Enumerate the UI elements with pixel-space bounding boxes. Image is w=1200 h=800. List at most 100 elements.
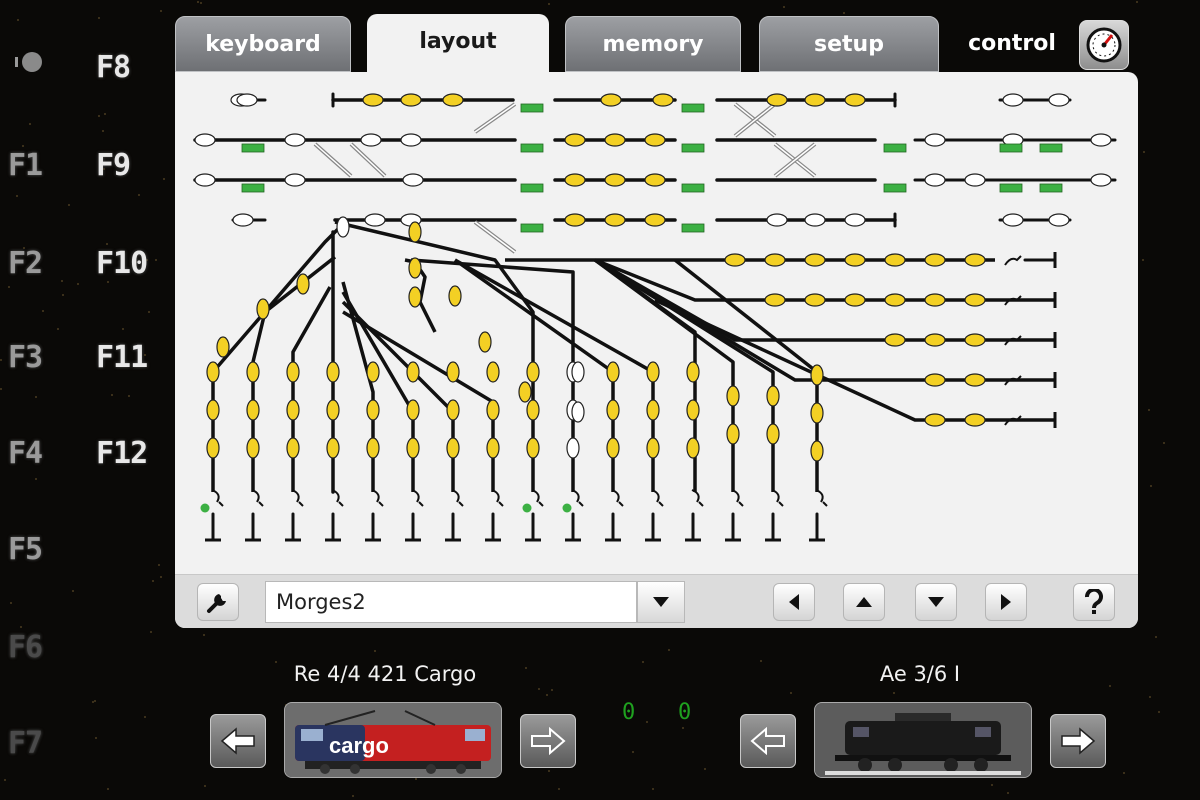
scroll-down-button[interactable] <box>915 583 957 621</box>
switch-symbol[interactable] <box>531 489 544 507</box>
block-indicator[interactable] <box>400 93 422 107</box>
tab-keyboard[interactable]: keyboard <box>175 16 351 72</box>
block-indicator[interactable] <box>246 361 260 383</box>
block-indicator[interactable] <box>844 293 866 307</box>
block-indicator[interactable] <box>924 133 946 147</box>
block-indicator[interactable] <box>804 213 826 227</box>
block-indicator[interactable] <box>402 173 424 187</box>
block-indicator[interactable] <box>604 133 626 147</box>
block-indicator[interactable] <box>194 133 216 147</box>
block-indicator[interactable] <box>924 253 946 267</box>
help-button[interactable] <box>1073 583 1115 621</box>
block-indicator[interactable] <box>844 213 866 227</box>
block-indicator[interactable] <box>844 93 866 107</box>
switch-symbol[interactable] <box>211 489 224 507</box>
block-indicator[interactable] <box>364 213 386 227</box>
block-indicator[interactable] <box>964 333 986 347</box>
right-loco-prev-button[interactable] <box>740 714 796 768</box>
block-indicator[interactable] <box>326 399 340 421</box>
block-indicator[interactable] <box>884 293 906 307</box>
block-indicator[interactable] <box>804 253 826 267</box>
block-indicator[interactable] <box>686 361 700 383</box>
switch-symbol[interactable] <box>411 489 424 507</box>
block-indicator[interactable] <box>686 399 700 421</box>
block-indicator[interactable] <box>486 437 500 459</box>
layout-name-field[interactable]: Morges2 <box>265 581 637 623</box>
switch-symbol[interactable] <box>1004 415 1022 426</box>
block-indicator[interactable] <box>406 399 420 421</box>
block-indicator[interactable] <box>644 213 666 227</box>
block-indicator[interactable] <box>724 253 746 267</box>
block-indicator[interactable] <box>764 293 786 307</box>
block-indicator[interactable] <box>408 257 422 279</box>
switch-symbol[interactable] <box>1004 295 1022 306</box>
switch-symbol[interactable] <box>815 489 828 507</box>
block-indicator[interactable] <box>446 399 460 421</box>
block-indicator[interactable] <box>206 437 220 459</box>
block-indicator[interactable] <box>924 333 946 347</box>
scroll-left-button[interactable] <box>773 583 815 621</box>
block-indicator[interactable] <box>764 253 786 267</box>
block-indicator[interactable] <box>408 221 422 243</box>
block-indicator[interactable] <box>194 173 216 187</box>
switch-symbol[interactable] <box>1004 255 1022 266</box>
switch-symbol[interactable] <box>771 489 784 507</box>
block-indicator[interactable] <box>884 333 906 347</box>
block-indicator[interactable] <box>366 361 380 383</box>
block-indicator[interactable] <box>286 437 300 459</box>
block-indicator[interactable] <box>246 437 260 459</box>
right-loco-image[interactable] <box>814 702 1032 778</box>
block-indicator[interactable] <box>1002 213 1024 227</box>
block-indicator[interactable] <box>644 133 666 147</box>
block-indicator[interactable] <box>566 437 580 459</box>
block-indicator[interactable] <box>232 213 254 227</box>
block-indicator[interactable] <box>686 437 700 459</box>
block-indicator[interactable] <box>486 399 500 421</box>
block-indicator[interactable] <box>766 93 788 107</box>
block-indicator[interactable] <box>446 361 460 383</box>
block-indicator[interactable] <box>216 336 230 358</box>
switch-symbol[interactable] <box>1004 335 1022 346</box>
block-indicator[interactable] <box>526 437 540 459</box>
block-indicator[interactable] <box>964 373 986 387</box>
right-loco-next-button[interactable] <box>1050 714 1106 768</box>
block-indicator[interactable] <box>336 216 350 238</box>
function-key-f3[interactable]: F3 <box>8 340 43 375</box>
block-indicator[interactable] <box>1090 173 1112 187</box>
block-indicator[interactable] <box>564 173 586 187</box>
switch-symbol[interactable] <box>611 489 624 507</box>
switch-symbol[interactable] <box>251 489 264 507</box>
function-key-f11[interactable]: F11 <box>96 340 148 375</box>
block-indicator[interactable] <box>571 401 585 423</box>
block-indicator[interactable] <box>924 293 946 307</box>
block-indicator[interactable] <box>446 437 460 459</box>
tab-setup[interactable]: setup <box>759 16 939 72</box>
block-indicator[interactable] <box>810 440 824 462</box>
block-indicator[interactable] <box>924 173 946 187</box>
block-indicator[interactable] <box>646 437 660 459</box>
function-key-f4[interactable]: F4 <box>8 436 43 471</box>
block-indicator[interactable] <box>1002 93 1024 107</box>
block-indicator[interactable] <box>366 437 380 459</box>
block-indicator[interactable] <box>646 361 660 383</box>
block-indicator[interactable] <box>362 93 384 107</box>
track-layout-diagram[interactable] <box>175 72 1138 574</box>
block-indicator[interactable] <box>924 413 946 427</box>
block-indicator[interactable] <box>448 285 462 307</box>
block-indicator[interactable] <box>408 286 422 308</box>
block-indicator[interactable] <box>810 402 824 424</box>
block-indicator[interactable] <box>360 133 382 147</box>
block-indicator[interactable] <box>964 293 986 307</box>
switch-symbol[interactable] <box>1004 375 1022 386</box>
scroll-up-button[interactable] <box>843 583 885 621</box>
switch-symbol[interactable] <box>651 489 664 507</box>
function-key-f2[interactable]: F2 <box>8 246 43 281</box>
block-indicator[interactable] <box>442 93 464 107</box>
function-key-f1[interactable]: F1 <box>8 148 43 183</box>
block-indicator[interactable] <box>644 173 666 187</box>
block-indicator[interactable] <box>884 253 906 267</box>
block-indicator[interactable] <box>526 399 540 421</box>
tab-layout[interactable]: layout <box>367 14 549 78</box>
switch-symbol[interactable] <box>491 489 504 507</box>
layout-dropdown-button[interactable] <box>637 581 685 623</box>
